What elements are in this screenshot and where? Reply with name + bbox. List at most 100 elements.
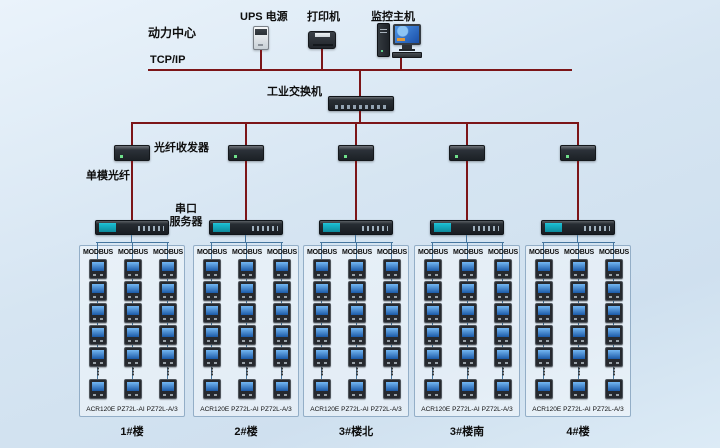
power-meter [89,303,107,323]
fiber-label: 单模光纤 [86,170,130,182]
power-meter [459,379,477,399]
ellipsis-dots: ⋮ [163,367,173,378]
power-meter [313,281,331,301]
ups-label: UPS 电源 [240,11,288,23]
switch-downlink-line [359,111,361,123]
power-meter [348,347,366,367]
meter-column: MODBUS ⋮ [152,248,184,399]
building-label: 4#楼 [566,426,590,438]
power-meter [273,281,291,301]
power-meter [124,259,142,279]
power-meter [89,347,107,367]
serial-server [541,220,615,235]
host-tower [377,23,390,57]
power-meter [273,347,291,367]
power-meter [459,325,477,345]
ellipsis-dots: ⋮ [352,367,362,378]
printer-wire [321,49,323,69]
host-label: 监控主机 [371,11,415,23]
protocol-label: MODBUS [267,249,297,256]
power-meter [494,259,512,279]
serial-drop-line [577,235,578,242]
power-meter [159,259,177,279]
power-meter [459,347,477,367]
meter-column: MODBUS⋮ [376,248,408,399]
protocol-label: MODBUS [153,249,183,256]
power-meter [605,303,623,323]
ups-wire [260,50,262,69]
host-monitor [393,24,421,45]
power-meter [124,281,142,301]
meter-column: MODBUS⋮ [117,248,149,399]
power-meter [348,303,366,323]
power-meter [273,259,291,279]
meter-model-label: PZ72L-A/3 [146,406,178,413]
power-meter [238,347,256,367]
ellipsis-dots: ⋮ [463,367,473,378]
meter-model-label: PZ72L-A/3 [592,406,624,413]
power-meter [494,303,512,323]
serial-drop-line [355,235,356,242]
serial-server [95,220,169,235]
power-meter [89,379,107,399]
meter-model-label: PZ72L-A/3 [481,406,513,413]
power-meter [424,303,442,323]
protocol-label: MODBUS [342,249,372,256]
serial-server [319,220,393,235]
power-meter [238,281,256,301]
power-meter [605,281,623,301]
serial-spread-line [96,242,169,243]
meter-column: MODBUS⋮ [196,248,228,399]
ellipsis-dots: ⋮ [387,367,397,378]
power-meter [535,347,553,367]
protocol-label: MODBUS [564,249,594,256]
building-label: 1#楼 [120,426,144,438]
protocol-label: MODBUS [453,249,483,256]
meter-column: MODBUS⋮ [82,248,114,399]
power-meter [313,379,331,399]
ellipsis-dots: ⋮ [609,367,619,378]
power-meter [124,303,142,323]
power-meter [273,325,291,345]
meter-model-label: ACR120E [200,406,230,413]
power-meter [605,379,623,399]
power-meter [159,325,177,345]
fiber-line [131,161,133,220]
power-meter [570,259,588,279]
ellipsis-dots: ⋮ [277,367,287,378]
backbone-drop-line [577,122,579,145]
power-meter [124,379,142,399]
power-meter [424,379,442,399]
serial-spread-line [431,242,504,243]
printer-label: 打印机 [307,11,340,23]
power-meter [424,259,442,279]
power-meter [238,379,256,399]
power-meter [383,347,401,367]
building-label: 3#楼南 [449,426,485,438]
protocol-label: MODBUS [232,249,262,256]
transceiver-label: 光纤收发器 [154,142,209,154]
power-meter [203,379,221,399]
power-meter [383,303,401,323]
meter-model-label: ACR120E [310,406,340,413]
ellipsis-dots: ⋮ [574,367,584,378]
power-meter [203,259,221,279]
ellipsis-dots: ⋮ [317,367,327,378]
bus-label: TCP/IP [150,54,186,66]
power-meter [494,379,512,399]
serial-drop-line [245,235,246,242]
backbone-drop-line [466,122,468,145]
power-meter [459,259,477,279]
protocol-label: MODBUS [197,249,227,256]
protocol-label: MODBUS [488,249,518,256]
serial-server-label-line2: 服务器 [169,216,203,228]
